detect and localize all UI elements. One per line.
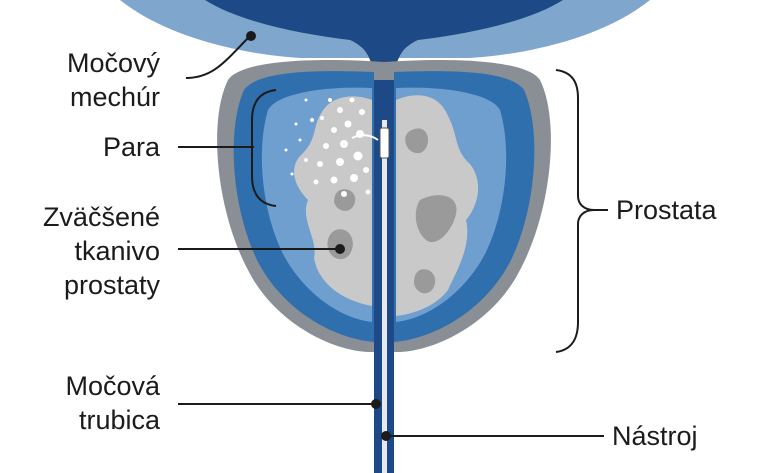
leader-tissue-dot	[335, 244, 345, 254]
label-urethra-line1: Močová	[65, 371, 161, 401]
leader-instrument-dot	[381, 431, 391, 441]
instrument-tip	[379, 127, 390, 159]
prostate-bracket	[555, 69, 595, 353]
urethra	[351, 80, 394, 473]
steam-bracket	[251, 89, 277, 207]
leader-bladder	[185, 35, 251, 79]
label-tissue-line3: prostaty	[64, 270, 161, 300]
steam-dots	[284, 97, 371, 197]
bladder-neck	[350, 40, 418, 80]
bladder	[120, 0, 650, 80]
enlarged-tissue-left	[294, 96, 372, 306]
tissue-shade-5	[334, 189, 356, 211]
leader-bladder-dot	[246, 31, 256, 41]
label-tissue-line2: tkanivo	[74, 236, 160, 266]
leader-lines	[178, 31, 608, 441]
tissue-shade-4	[414, 269, 436, 294]
leader-urethra-dot	[371, 399, 381, 409]
label-instrument: Nástroj	[612, 421, 698, 451]
label-prostate: Prostata	[616, 195, 718, 225]
label-bladder-line2: mechúr	[70, 82, 160, 112]
label-tissue-line1: Zväčšené	[43, 202, 160, 232]
bladder-lumen	[205, 0, 563, 40]
tissue-shade-1	[415, 195, 457, 243]
label-steam: Para	[103, 132, 161, 162]
instrument-shaft	[382, 120, 387, 473]
steam-jet	[351, 134, 379, 141]
label-urethra-line2: trubica	[79, 405, 161, 435]
tissue-shade-3	[405, 128, 429, 154]
label-bladder-line1: Močový	[67, 48, 161, 78]
